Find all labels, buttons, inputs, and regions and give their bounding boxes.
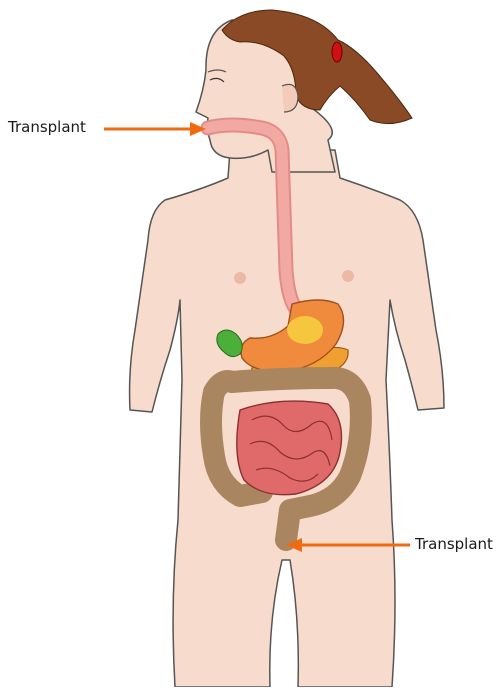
right-nipple [342, 270, 354, 282]
transplant-label-bottom: Transplant [415, 535, 493, 553]
arrow-top [104, 122, 206, 136]
hair-tie [332, 42, 342, 62]
transplant-label-top: Transplant [8, 118, 86, 136]
left-nipple [234, 272, 246, 284]
stomach-highlight [287, 316, 323, 344]
